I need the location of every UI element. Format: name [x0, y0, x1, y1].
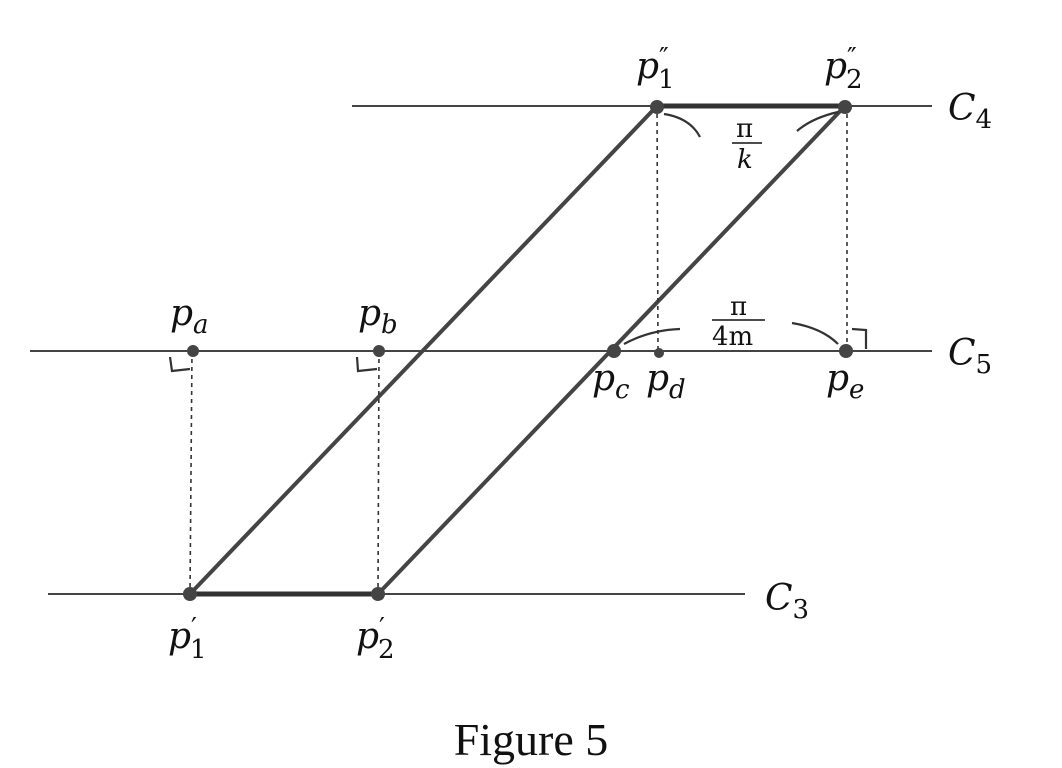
label-pb-sub: b — [381, 310, 398, 340]
point-p2pp — [838, 100, 852, 114]
label-p2p: p′2 — [356, 613, 395, 665]
right-angle-mark-pa — [168, 356, 191, 373]
label-pd: pd — [646, 358, 686, 405]
label-p2pp-sup: ″ — [847, 43, 857, 73]
point-p1p — [183, 587, 197, 601]
label-pd-sub: d — [669, 375, 686, 405]
label-p2pp-main: p — [824, 46, 847, 87]
label-p1p-sub: 1 — [190, 635, 207, 665]
point-pd — [654, 348, 664, 358]
label-pc-main: p — [592, 358, 615, 399]
angle-arc-pe — [791, 321, 839, 345]
label-p2p-main: p — [356, 616, 379, 657]
label-c3-main: C — [765, 578, 793, 619]
angle-arc-pc — [623, 327, 681, 345]
label-pb: pb — [358, 293, 398, 340]
label-pc: pc — [592, 358, 630, 405]
figure-caption: Figure 5 — [454, 714, 609, 765]
label-pe: pe — [826, 358, 864, 405]
label-pd-main: p — [646, 358, 669, 399]
label-p1p: p′1 — [168, 613, 207, 665]
label-c3: C3 — [765, 578, 809, 625]
point-pc — [607, 344, 621, 358]
dashed-pa-p1p — [189, 350, 193, 595]
label-c4-main: C — [948, 88, 976, 129]
label-pb-main: p — [358, 293, 381, 334]
label-pa: pa — [170, 293, 209, 340]
angle-arc-p2pp — [796, 110, 839, 132]
label-p2p-sup: ′ — [379, 613, 385, 643]
point-pe — [839, 344, 853, 358]
label-pa-main: p — [170, 293, 193, 334]
point-p2p — [371, 587, 385, 601]
label-c3-sub: 3 — [793, 595, 810, 625]
label-pe-sub: e — [849, 375, 864, 405]
label-p2pp-sub: 2 — [846, 65, 863, 95]
label-p1pp-sub: 1 — [658, 65, 675, 95]
point-pa — [187, 345, 199, 357]
label-p1p-sup: ′ — [191, 613, 197, 643]
point-pb — [373, 345, 385, 357]
right-angle-mark-pe — [851, 327, 868, 349]
label-pa-sub: a — [193, 310, 209, 340]
angle-label-pi-over-4m-num: π — [730, 292, 747, 322]
label-p2p-sub: 2 — [378, 635, 395, 665]
label-c4-sub: 4 — [976, 105, 993, 135]
angle-label-pi-over-4m-den: 4m — [712, 322, 753, 352]
dashed-p1pp-pd — [656, 105, 659, 352]
segment-p1p-p1pp — [188, 104, 659, 596]
dashed-pb-p2p — [377, 350, 380, 595]
label-c5: C5 — [948, 333, 992, 380]
label-pc-sub: c — [615, 375, 630, 405]
label-pe-main: p — [826, 358, 849, 399]
label-p2pp: p″2 — [824, 43, 863, 95]
point-p1pp — [650, 100, 664, 114]
label-c5-main: C — [948, 333, 976, 374]
label-c5-sub: 5 — [976, 350, 993, 380]
label-p1p-main: p — [168, 616, 191, 657]
label-p1pp-sup: ″ — [659, 43, 669, 73]
angle-label-pi-over-k-num: π — [736, 114, 753, 144]
right-angle-mark-pb — [355, 356, 378, 373]
label-p1pp-main: p — [636, 46, 659, 87]
label-p1pp: p″1 — [636, 43, 675, 95]
angle-label-pi-over-k-den: k — [737, 145, 753, 175]
angle-arc-p1pp — [663, 112, 701, 138]
label-c4: C4 — [948, 88, 992, 135]
